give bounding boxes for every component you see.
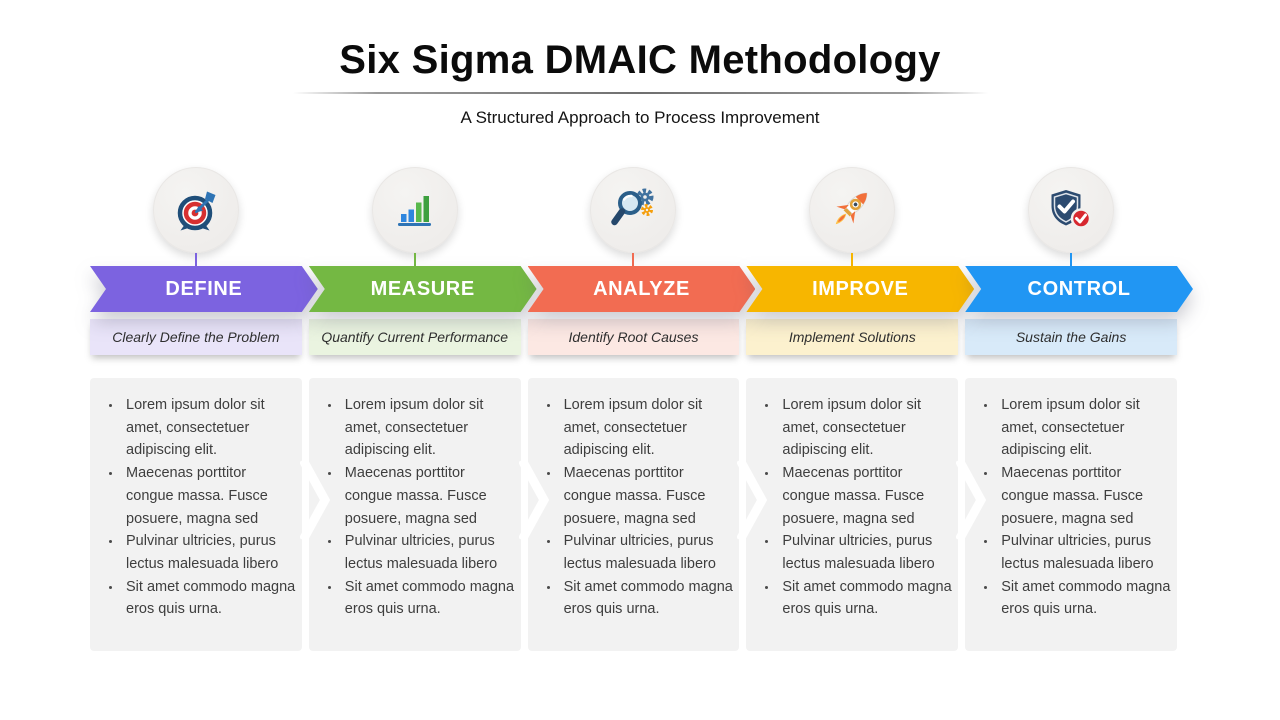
bullet-item: Sit amet commodo magna eros quis urna. [560, 576, 734, 621]
analyze-bullet-list: Lorem ipsum dolor sit amet, consectetuer… [528, 378, 740, 621]
bullet-item: Maecenas porttitor congue massa. Fusce p… [778, 462, 952, 530]
bar-chart-icon [397, 196, 431, 226]
improve-body: Lorem ipsum dolor sit amet, consectetuer… [737, 378, 959, 651]
analyze-body: Lorem ipsum dolor sit amet, consectetuer… [518, 378, 740, 651]
bullet-item: Sit amet commodo magna eros quis urna. [122, 576, 296, 621]
page-title: Six Sigma DMAIC Methodology [339, 38, 941, 82]
target-arrow-icon [177, 191, 216, 231]
improve-tagline: Implement Solutions [746, 319, 959, 355]
bullet-item: Pulvinar ultricies, purus lectus malesua… [341, 530, 515, 575]
bullet-item: Maecenas porttitor congue massa. Fusce p… [122, 462, 296, 530]
analyze-icon-circle [590, 167, 677, 253]
bullet-item: Lorem ipsum dolor sit amet, consectetuer… [997, 394, 1171, 462]
define-icon-circle [152, 167, 239, 253]
improve-connector-line [851, 253, 854, 266]
measure-tagline: Quantify Current Performance [308, 319, 521, 355]
measure-body: Lorem ipsum dolor sit amet, consectetuer… [299, 378, 521, 651]
define-banner: DEFINE [90, 266, 318, 312]
control-tagline: Sustain the Gains [965, 319, 1177, 355]
bullet-item: Pulvinar ultricies, purus lectus malesua… [778, 530, 952, 575]
column-measure: MEASURE Quantify Current Performance Lor… [299, 167, 521, 651]
improve-banner-wrap: IMPROVE [746, 266, 958, 312]
control-connector-line [1070, 253, 1073, 266]
define-tagline: Clearly Define the Problem [90, 319, 302, 355]
dmaic-columns: DEFINE Clearly Define the Problem Lorem … [90, 167, 1177, 651]
bullet-item: Sit amet commodo magna eros quis urna. [997, 576, 1171, 621]
measure-banner-wrap: MEASURE [309, 266, 521, 312]
improve-banner: IMPROVE [746, 266, 974, 312]
define-banner-wrap: DEFINE [90, 266, 302, 312]
measure-icon-circle [371, 167, 458, 253]
bullet-item: Maecenas porttitor congue massa. Fusce p… [341, 462, 515, 530]
column-control: CONTROL Sustain the Gains Lorem ipsum do… [956, 167, 1177, 651]
define-connector-line [194, 253, 197, 266]
magnifier-gears-icon [611, 188, 654, 226]
bullet-item: Maecenas porttitor congue massa. Fusce p… [997, 462, 1171, 530]
control-banner: CONTROL [965, 266, 1193, 312]
bullet-item: Maecenas porttitor congue massa. Fusce p… [560, 462, 734, 530]
improve-bullet-list: Lorem ipsum dolor sit amet, consectetuer… [746, 378, 958, 621]
control-icon-circle [1028, 167, 1115, 253]
page-subtitle: A Structured Approach to Process Improve… [460, 108, 820, 127]
bullet-item: Lorem ipsum dolor sit amet, consectetuer… [122, 394, 296, 462]
improve-icon-circle [809, 167, 896, 253]
column-define: DEFINE Clearly Define the Problem Lorem … [90, 167, 302, 651]
analyze-connector-line [632, 253, 635, 266]
control-body: Lorem ipsum dolor sit amet, consectetuer… [956, 378, 1177, 651]
column-improve: IMPROVE Implement Solutions Lorem ipsum … [737, 167, 959, 651]
measure-connector-line [413, 253, 416, 266]
bullet-item: Pulvinar ultricies, purus lectus malesua… [122, 530, 296, 575]
analyze-banner: ANALYZE [528, 266, 756, 312]
control-bullet-list: Lorem ipsum dolor sit amet, consectetuer… [965, 378, 1177, 621]
measure-banner: MEASURE [309, 266, 537, 312]
bullet-item: Lorem ipsum dolor sit amet, consectetuer… [341, 394, 515, 462]
bullet-item: Lorem ipsum dolor sit amet, consectetuer… [778, 394, 952, 462]
bullet-item: Pulvinar ultricies, purus lectus malesua… [560, 530, 734, 575]
define-body: Lorem ipsum dolor sit amet, consectetuer… [90, 378, 302, 651]
measure-bullet-list: Lorem ipsum dolor sit amet, consectetuer… [309, 378, 521, 621]
bullet-item: Lorem ipsum dolor sit amet, consectetuer… [560, 394, 734, 462]
bullet-item: Sit amet commodo magna eros quis urna. [778, 576, 952, 621]
define-bullet-list: Lorem ipsum dolor sit amet, consectetuer… [90, 378, 302, 621]
analyze-tagline: Identify Root Causes [527, 319, 740, 355]
shield-check-icon [1051, 190, 1092, 229]
control-banner-wrap: CONTROL [965, 266, 1177, 312]
rocket-icon [836, 192, 868, 225]
analyze-banner-wrap: ANALYZE [528, 266, 740, 312]
bullet-item: Pulvinar ultricies, purus lectus malesua… [997, 530, 1171, 575]
title-divider [292, 92, 988, 94]
column-analyze: ANALYZE Identify Root Causes Lorem ipsum… [518, 167, 740, 651]
bullet-item: Sit amet commodo magna eros quis urna. [341, 576, 515, 621]
